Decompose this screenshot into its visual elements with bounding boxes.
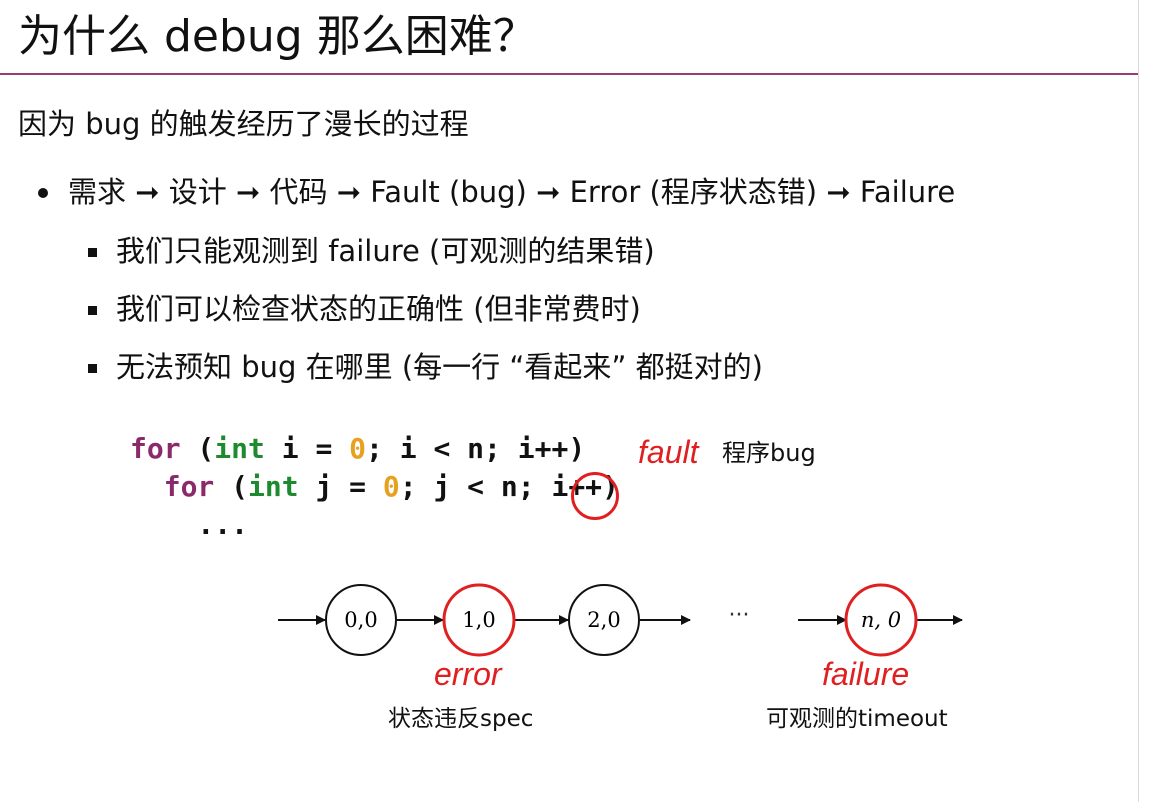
state-node-n-0 (844, 583, 918, 657)
bullet-dot (38, 188, 48, 198)
code-text: ; i < n; i++) (366, 432, 586, 465)
code-type: int (214, 432, 265, 465)
state-node-0-0 (325, 584, 397, 656)
code-text: i = (264, 432, 350, 465)
state-label: n, 0 (861, 608, 901, 632)
bullet-square (88, 248, 97, 257)
failure-label: failure (822, 656, 910, 692)
code-keyword: for (163, 470, 215, 503)
sub-bullet-text: 无法预知 bug 在哪里 (每一行 “看起来” 都挺对的) (116, 350, 763, 384)
state-label: 0,0 (344, 608, 377, 632)
code-line-2: for (int j = 0; j < n; i++) (130, 468, 619, 506)
sub-bullet-text: 我们只能观测到 failure (可观测的结果错) (116, 234, 655, 268)
code-number: 0 (349, 432, 367, 465)
bullet-square (88, 306, 97, 315)
failure-note: 可观测的timeout (766, 706, 948, 732)
state-label: 2,0 (587, 608, 620, 632)
state-label: 1,0 (462, 608, 495, 632)
code-number: 0 (382, 470, 400, 503)
title-divider (0, 73, 1138, 75)
subtitle: 因为 bug 的触发经历了漫长的过程 (18, 107, 469, 141)
code-text: j = (298, 470, 383, 503)
fault-label: fault (638, 434, 699, 470)
bullet-square (88, 364, 97, 373)
code-text: ( (180, 432, 215, 465)
bullet-main-text: 需求 ➞ 设计 ➞ 代码 ➞ Fault (bug) ➞ Error (程序状态… (68, 175, 956, 209)
sub-bullet-text: 我们可以检查状态的正确性 (但非常费时) (116, 292, 641, 326)
ellipsis: ··· (729, 603, 750, 628)
code-block: for (int i = 0; i < n; i++) for (int j =… (130, 430, 619, 544)
error-label: error (434, 656, 502, 692)
code-line-1: for (int i = 0; i < n; i++) (130, 430, 619, 468)
state-node-1-0 (442, 583, 516, 657)
code-text: ( (214, 470, 249, 503)
error-note: 状态违反spec (388, 706, 534, 732)
code-line-3: ... (130, 508, 249, 541)
code-keyword: for (130, 432, 181, 465)
fault-highlight-circle (571, 472, 619, 520)
page-title: 为什么 debug 那么困难？ (18, 11, 537, 62)
fault-note: 程序bug (722, 439, 816, 467)
code-type: int (248, 470, 299, 503)
page-edge (1138, 0, 1139, 802)
state-node-2-0 (568, 584, 640, 656)
